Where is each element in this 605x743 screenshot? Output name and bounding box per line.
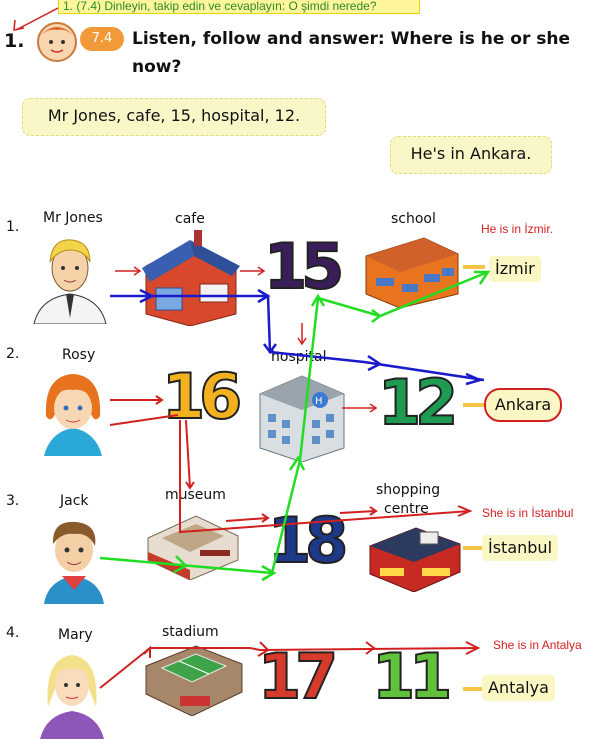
person-name-jack: Jack bbox=[60, 493, 89, 509]
place-label-cafe: cafe bbox=[175, 211, 205, 227]
mary-picture bbox=[36, 643, 108, 743]
annotation-row1: He is in İzmir. bbox=[481, 222, 554, 236]
mr-jones-picture bbox=[30, 228, 110, 328]
city-izmir: İzmir bbox=[489, 256, 541, 282]
place-label-centre: centre bbox=[384, 501, 429, 517]
place-label-shopping: shopping bbox=[376, 482, 441, 498]
number-11: 11 bbox=[371, 640, 453, 713]
shopping-centre-building bbox=[366, 522, 464, 596]
number-15: 15 bbox=[263, 230, 345, 303]
rosy-picture bbox=[38, 366, 108, 460]
person-name-mary: Mary bbox=[58, 627, 93, 643]
city-istanbul: İstanbul bbox=[482, 535, 559, 561]
audio-track-badge[interactable]: 7.4 bbox=[80, 27, 124, 51]
place-label-stadium: stadium bbox=[162, 624, 219, 640]
exercise-number: 1. bbox=[4, 30, 25, 52]
row-number-2: 2. bbox=[6, 346, 20, 362]
instruction-line-1: Listen, follow and answer: Where is he o… bbox=[132, 29, 570, 49]
place-label-museum: museum bbox=[165, 487, 226, 503]
instruction-line-2: now? bbox=[132, 57, 182, 77]
number-16: 16 bbox=[161, 360, 243, 433]
city-arrow-icon bbox=[463, 403, 485, 407]
example-prompt-bubble: Mr Jones, cafe, 15, hospital, 12. bbox=[22, 98, 326, 136]
translation-tooltip: 1. (7.4) Dinleyin, takip edin ve cevapla… bbox=[58, 0, 420, 14]
cafe-building bbox=[140, 226, 244, 330]
place-label-school: school bbox=[391, 211, 436, 227]
jack-picture bbox=[38, 512, 110, 608]
number-18: 18 bbox=[267, 504, 349, 577]
school-building bbox=[362, 232, 462, 314]
svg-text:H: H bbox=[315, 396, 323, 407]
instruction: Listen, follow and answer: Where is he o… bbox=[132, 25, 592, 81]
city-antalya: Antalya bbox=[482, 675, 555, 701]
stadium-building bbox=[142, 640, 246, 720]
person-name-rosy: Rosy bbox=[62, 347, 96, 363]
city-ankara-circled: Ankara bbox=[484, 388, 562, 422]
back-arrow-icon bbox=[6, 6, 59, 38]
number-12: 12 bbox=[377, 366, 459, 439]
city-arrow-icon bbox=[463, 687, 485, 691]
annotation-row4: She is in Antalya bbox=[493, 638, 582, 652]
number-17: 17 bbox=[257, 640, 339, 713]
city-arrow-icon bbox=[463, 265, 485, 269]
row-number-1: 1. bbox=[6, 219, 20, 235]
teacher-avatar-icon bbox=[32, 18, 82, 66]
row-number-3: 3. bbox=[6, 493, 20, 509]
museum-building bbox=[144, 510, 240, 584]
row-number-4: 4. bbox=[6, 625, 20, 641]
place-label-hospital: hospital bbox=[271, 349, 327, 365]
annotation-row3: She is in İstanbul bbox=[482, 506, 574, 520]
example-answer-bubble: He's in Ankara. bbox=[390, 136, 552, 174]
person-name-mr-jones: Mr Jones bbox=[43, 210, 103, 226]
hospital-building: H bbox=[254, 366, 350, 466]
